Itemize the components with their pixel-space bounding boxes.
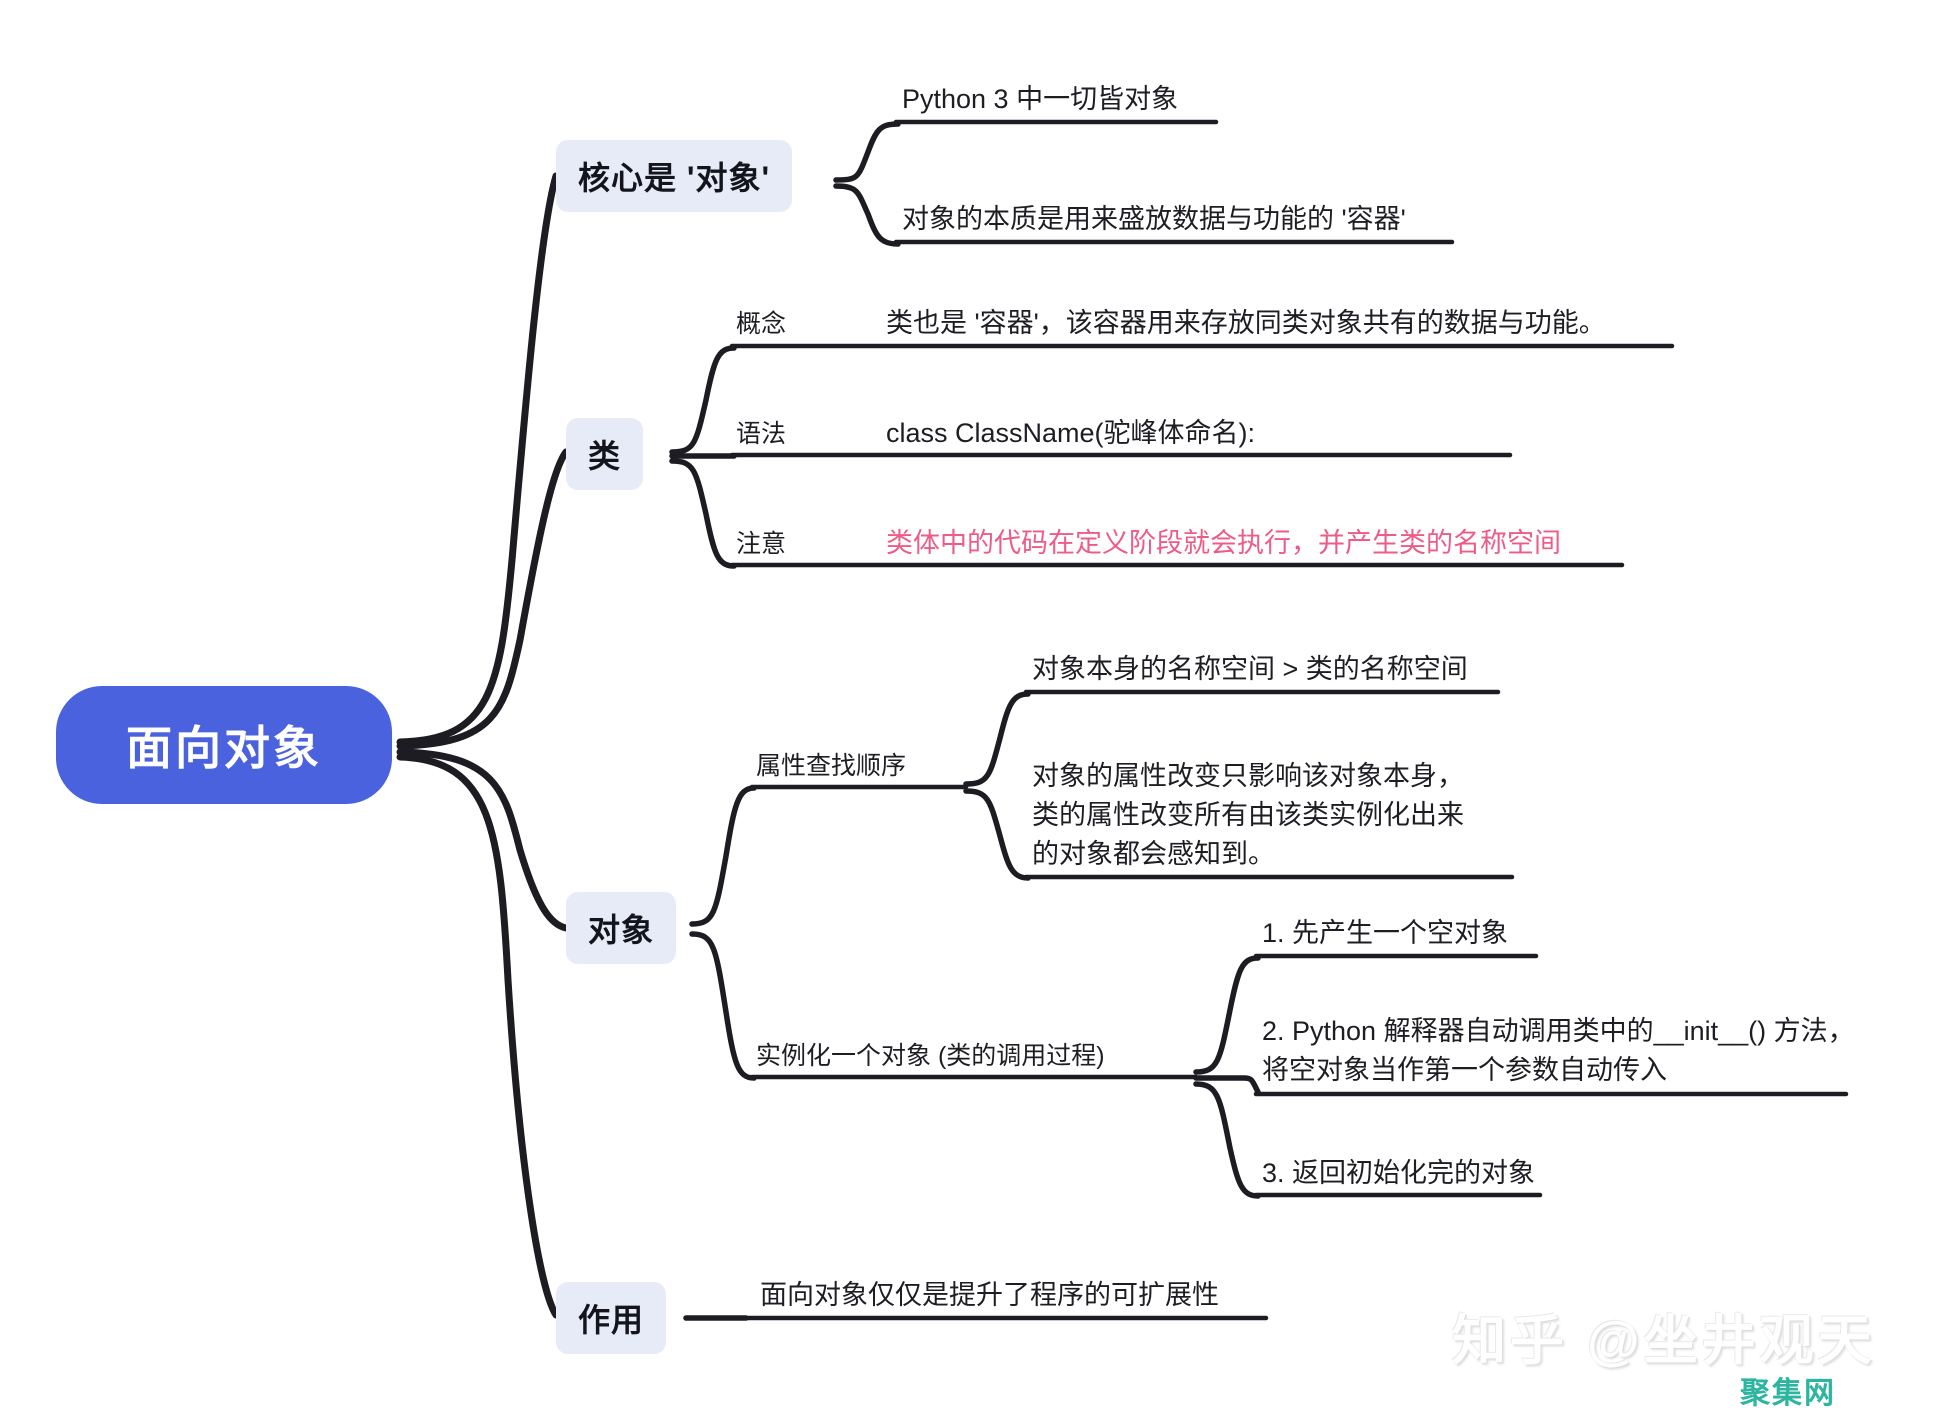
- leaf-class-concept[interactable]: 类也是 '容器'，该容器用来存放同类对象共有的数据与功能。: [886, 282, 1686, 342]
- leaf-instantiate-gc-2-line-2: 将空对象当作第一个参数自动传入: [1262, 1054, 1667, 1085]
- edge-object-to-instantiate: [689, 931, 757, 1081]
- leaf-instantiate-gc-3-text: 3. 返回初始化完的对象: [1262, 1157, 1536, 1188]
- leaf-lookup-gc-2[interactable]: 对象的属性改变只影响该对象本身， 类的属性改变所有由该类实例化出来 的对象都会感…: [1032, 742, 1532, 874]
- branch-node-class[interactable]: 类: [566, 418, 644, 490]
- leaf-instantiate-gc-1[interactable]: 1. 先产生一个空对象: [1262, 888, 1682, 952]
- edge-root-to-usage: [396, 753, 560, 1319]
- leaf-lookup-gc-1-text: 对象本身的名称空间 > 类的名称空间: [1032, 653, 1468, 684]
- branch-node-object[interactable]: 对象: [566, 892, 677, 964]
- leaf-class-note[interactable]: 类体中的代码在定义阶段就会执行，并产生类的名称空间: [886, 502, 1646, 562]
- edge-root-to-core: [396, 172, 560, 746]
- edge-lookup-to-gc-1: [963, 691, 1031, 787]
- leaf-instantiate-gc-3[interactable]: 3. 返回初始化完的对象: [1262, 1128, 1682, 1192]
- edge-instantiate-to-gc-3: [1193, 1081, 1261, 1199]
- leaf-core-child-2-text: 对象的本质是用来盛放数据与功能的 '容器': [902, 203, 1406, 234]
- sublabel-lookup-order-text: 属性查找顺序: [756, 752, 907, 781]
- branch-label-object: 对象: [588, 912, 655, 948]
- leaf-core-child-1[interactable]: Python 3 中一切皆对象: [902, 54, 1422, 118]
- leaf-lookup-gc-2-line-1: 对象的属性改变只影响该对象本身，: [1032, 760, 1464, 791]
- edge-lookup-to-gc-2: [963, 788, 1031, 881]
- branch-label-class: 类: [588, 438, 622, 474]
- leaf-instantiate-gc-1-text: 1. 先产生一个空对象: [1262, 917, 1509, 948]
- sublabel-class-syntax[interactable]: 语法: [736, 394, 886, 452]
- leaf-instantiate-gc-2-line-1: 2. Python 解释器自动调用类中的__init__() 方法，: [1262, 1015, 1855, 1046]
- sublabel-instantiate-text: 实例化一个对象 (类的调用过程): [756, 1042, 1105, 1071]
- root-label: 面向对象: [126, 722, 322, 774]
- edge-object-to-lookup: [689, 785, 757, 927]
- sublabel-instantiate[interactable]: 实例化一个对象 (类的调用过程): [756, 1016, 1216, 1074]
- leaf-lookup-gc-1[interactable]: 对象本身的名称空间 > 类的名称空间: [1032, 624, 1512, 688]
- leaf-class-syntax-text: class ClassName(驼峰体命名):: [886, 417, 1256, 448]
- edge-core-to-child-2: [833, 183, 901, 247]
- leaf-lookup-gc-2-line-2: 类的属性改变所有由该类实例化出来: [1032, 799, 1464, 830]
- watermark-zhihu: 知乎 @坐井观天: [1452, 1311, 1876, 1371]
- leaf-usage-child[interactable]: 面向对象仅仅是提升了程序的可扩展性: [760, 1250, 1300, 1314]
- leaf-instantiate-gc-2[interactable]: 2. Python 解释器自动调用类中的__init__() 方法， 将空对象当…: [1262, 996, 1882, 1090]
- edge-instantiate-to-gc-2: [1193, 1075, 1261, 1095]
- edge-class-to-child-1: [669, 345, 737, 455]
- edge-class-to-child-3: [669, 458, 737, 569]
- edge-root-to-class: [396, 448, 570, 750]
- leaf-core-child-2[interactable]: 对象的本质是用来盛放数据与功能的 '容器': [902, 174, 1602, 238]
- branch-label-core: 核心是 '对象': [578, 160, 771, 196]
- branch-node-usage[interactable]: 作用: [556, 1282, 667, 1354]
- sublabel-class-concept-text: 概念: [736, 310, 787, 339]
- branch-label-usage: 作用: [578, 1302, 645, 1338]
- leaf-class-note-text: 类体中的代码在定义阶段就会执行，并产生类的名称空间: [886, 527, 1561, 558]
- sublabel-class-concept[interactable]: 概念: [736, 284, 886, 342]
- leaf-lookup-gc-2-line-3: 的对象都会感知到。: [1032, 838, 1275, 869]
- leaf-class-concept-text: 类也是 '容器'，该容器用来存放同类对象共有的数据与功能。: [886, 307, 1606, 338]
- edge-core-to-child-1: [833, 121, 901, 183]
- leaf-class-syntax[interactable]: class ClassName(驼峰体命名):: [886, 392, 1586, 452]
- sublabel-class-note[interactable]: 注意: [736, 504, 886, 562]
- root-node[interactable]: 面向对象: [56, 686, 392, 804]
- leaf-usage-child-text: 面向对象仅仅是提升了程序的可扩展性: [760, 1279, 1219, 1310]
- sublabel-lookup-order[interactable]: 属性查找顺序: [756, 726, 986, 784]
- branch-node-core[interactable]: 核心是 '对象': [556, 140, 793, 212]
- edge-instantiate-to-gc-1: [1193, 955, 1261, 1075]
- sublabel-class-syntax-text: 语法: [736, 420, 787, 449]
- sublabel-class-note-text: 注意: [736, 530, 787, 559]
- watermark-site: 聚集网: [1740, 1377, 1836, 1410]
- edge-root-to-object: [396, 748, 570, 932]
- leaf-core-child-1-text: Python 3 中一切皆对象: [902, 83, 1179, 114]
